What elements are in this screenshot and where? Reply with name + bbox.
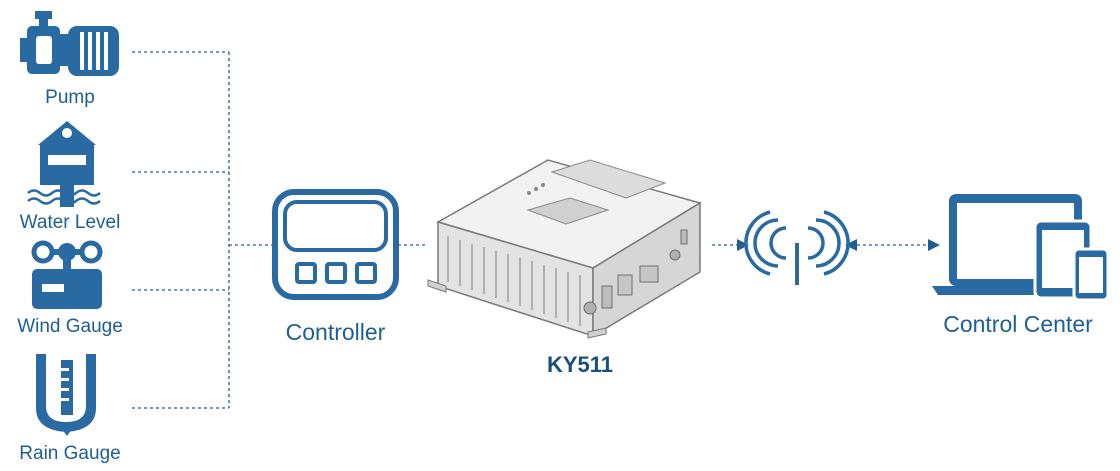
sensor-connectors xyxy=(132,51,272,409)
controller-icon xyxy=(272,189,399,300)
gateway-to-wireless-arrow xyxy=(712,239,749,251)
control-center-label: Control Center xyxy=(943,311,1093,337)
rain-gauge-label: Rain Gauge xyxy=(19,443,121,464)
wind-gauge-label: Wind Gauge xyxy=(17,316,123,337)
wireless-to-center-arrow xyxy=(845,239,940,251)
rain-gauge-icon xyxy=(36,354,96,436)
devices-icon xyxy=(932,194,1110,302)
gateway-label: KY511 xyxy=(546,352,614,377)
gateway-device-icon xyxy=(427,159,702,339)
controller-label: Controller xyxy=(285,319,386,345)
water-level-label: Water Level xyxy=(19,212,121,233)
water-level-icon xyxy=(27,121,101,207)
pump-icon xyxy=(20,11,119,76)
pump-label: Pump xyxy=(45,87,95,108)
wind-gauge-icon xyxy=(31,240,103,309)
wireless-antenna-icon xyxy=(744,210,850,285)
